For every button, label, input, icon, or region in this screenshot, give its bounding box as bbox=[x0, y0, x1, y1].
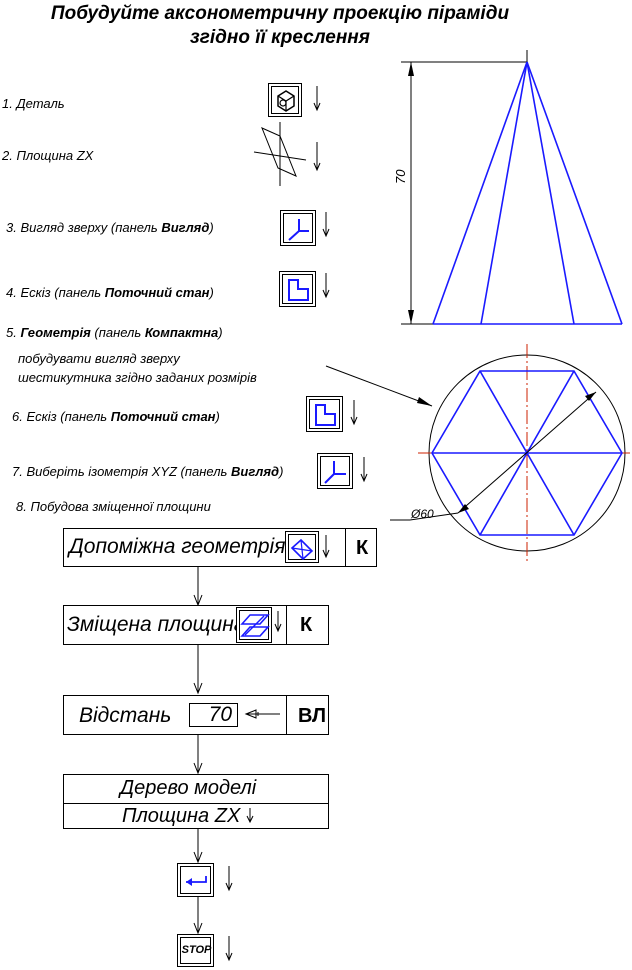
step-3-label: 3. Вигляд зверху (панель Вигляд) bbox=[6, 220, 214, 235]
enter-arrow-icon bbox=[244, 709, 280, 719]
page-title: Побудуйте аксонометричну проекцію пірамі… bbox=[0, 2, 560, 50]
aux-geometry-label: Допоміжна геометрія bbox=[69, 535, 286, 558]
arrow-down-icon bbox=[313, 142, 321, 172]
isometric-icon[interactable] bbox=[317, 453, 353, 489]
height-dimension: 70 bbox=[393, 169, 408, 184]
flow-arrow bbox=[193, 645, 203, 695]
distance-input[interactable]: 70 bbox=[189, 703, 238, 727]
detail-icon[interactable] bbox=[268, 83, 302, 117]
title-line-2: згідно її креслення bbox=[190, 27, 370, 48]
model-tree-box: Дерево моделі Площина ZX bbox=[63, 774, 329, 829]
diameter-dimension: Ø60 bbox=[411, 507, 434, 521]
flow-arrow bbox=[193, 735, 203, 775]
step-8-label: 8. Побудова зміщенної площини bbox=[16, 499, 211, 514]
step-7-label: 7. Виберіть ізометрія XYZ (панель Вигляд… bbox=[12, 464, 284, 479]
sketch-icon-2[interactable] bbox=[306, 396, 343, 432]
distance-value: 70 bbox=[208, 703, 232, 726]
offset-plane-label: Зміщена площина bbox=[67, 613, 246, 636]
offset-plane-box: Зміщена площина К bbox=[63, 605, 329, 645]
distance-key: ВЛ bbox=[298, 705, 326, 727]
aux-geometry-box: Допоміжна геометрія К bbox=[63, 528, 377, 567]
top-view-icon[interactable] bbox=[280, 210, 316, 246]
pyramid-front-view bbox=[401, 50, 623, 325]
step-2-label: 2. Площина ZX bbox=[2, 148, 94, 163]
offset-plane-icon[interactable] bbox=[236, 607, 272, 643]
aux-geometry-key: К bbox=[356, 537, 369, 559]
arrow-down-icon bbox=[313, 86, 321, 112]
arrow-down-icon bbox=[225, 866, 233, 892]
distance-label: Відстань bbox=[79, 704, 172, 727]
arrow-down-icon bbox=[350, 400, 358, 426]
title-line-1: Побудуйте аксонометричну проекцію пірамі… bbox=[50, 3, 510, 24]
sketch-icon[interactable] bbox=[279, 271, 316, 307]
flow-arrow bbox=[193, 897, 203, 935]
step-4-label: 4. Ескіз (панель Поточний стан) bbox=[6, 285, 214, 300]
step-5-note: побудувати вигляд зверху шестикутника зг… bbox=[18, 351, 257, 385]
flow-arrow bbox=[193, 567, 203, 607]
stop-label: STOP bbox=[181, 944, 212, 956]
model-tree-label: Дерево моделі bbox=[120, 777, 257, 799]
arrow-down-icon bbox=[322, 212, 330, 238]
step-6-label: 6. Ескіз (панель Поточний стан) bbox=[12, 409, 220, 424]
plane-zx-icon[interactable] bbox=[250, 122, 310, 186]
step-1-label: 1. Деталь bbox=[2, 96, 65, 111]
enter-icon[interactable] bbox=[177, 863, 214, 897]
flow-arrow bbox=[193, 829, 203, 864]
arrow-down-icon bbox=[322, 535, 330, 559]
arrow-down-icon bbox=[274, 611, 282, 633]
arrow-down-icon bbox=[360, 457, 368, 483]
aux-geometry-icon[interactable] bbox=[285, 531, 319, 563]
arrow-down-icon bbox=[225, 936, 233, 962]
arrow-down-icon bbox=[246, 808, 254, 824]
stop-icon[interactable]: STOP bbox=[177, 934, 214, 967]
model-tree-item[interactable]: Площина ZX bbox=[122, 805, 241, 827]
arrow-down-icon bbox=[322, 273, 330, 299]
step-5-label: 5. Геометрія (панель Компактна) bbox=[6, 325, 223, 340]
offset-plane-key: К bbox=[300, 614, 313, 636]
hexagon-top-view bbox=[325, 344, 632, 562]
